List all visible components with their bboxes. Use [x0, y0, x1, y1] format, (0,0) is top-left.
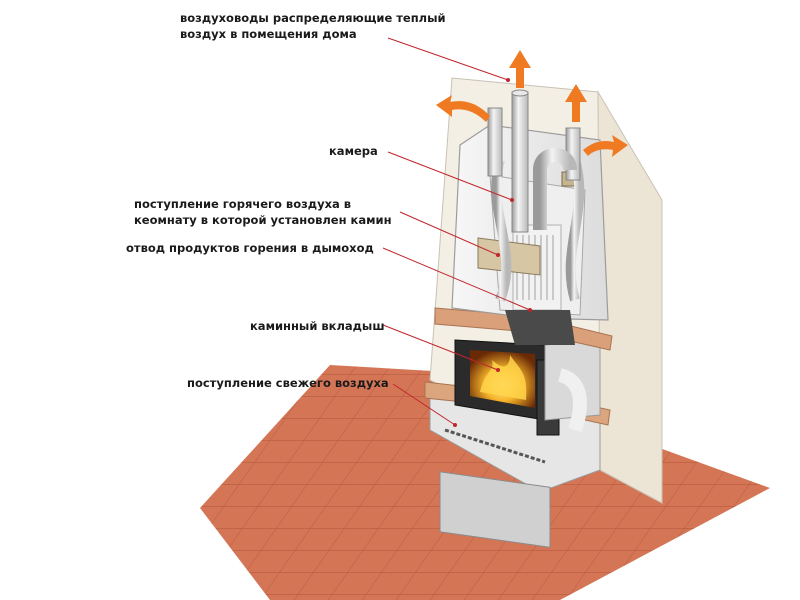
pointer-dot	[496, 253, 500, 257]
air-pipe-left	[487, 107, 503, 177]
pointer-insert	[382, 324, 499, 371]
pointer-air-ducts	[387, 37, 509, 81]
label-flue-outlet: отвод продуктов горения в дымоход	[126, 240, 374, 256]
pointer-dot	[510, 198, 514, 202]
label-insert: каминный вкладыш	[250, 318, 385, 334]
pointer-dot	[496, 368, 500, 372]
insert-top	[505, 310, 575, 345]
pointer-dot	[528, 308, 532, 312]
label-chamber-text: камера	[329, 144, 378, 158]
label-chamber: камера	[329, 143, 378, 159]
label-insert-text: каминный вкладыш	[250, 319, 385, 333]
warm-arrow-left	[436, 95, 490, 122]
pointer-dot	[506, 78, 510, 82]
fresh-air-channel	[557, 368, 587, 433]
label-fresh-air: поступление свежего воздуха	[187, 375, 389, 391]
label-air-ducts: воздуховоды распределяющие теплый воздух…	[180, 10, 446, 42]
ash-pit	[439, 471, 551, 548]
pointer-fresh-air	[392, 383, 456, 426]
air-pipe-center	[511, 91, 529, 233]
pointer-dots	[453, 78, 532, 427]
pointer-hot-air-inlet	[399, 211, 499, 256]
air-pipe-center-top	[511, 89, 529, 97]
pointer-chamber	[387, 151, 513, 201]
pointer-dot	[453, 423, 457, 427]
warm-air-arrows	[436, 50, 628, 157]
warm-arrow-right-top	[565, 84, 587, 122]
chimney-pipe	[533, 148, 577, 230]
label-fresh-air-text: поступление свежего воздуха	[187, 376, 389, 390]
label-hot-air-inlet-line2: кеомнату в которой установлен камин	[134, 213, 392, 227]
label-flue-outlet-text: отвод продуктов горения в дымоход	[126, 241, 374, 255]
label-hot-air-inlet: поступление горячего воздуха в кеомнату …	[134, 196, 392, 228]
label-air-ducts-line2: воздух в помещения дома	[180, 27, 357, 41]
air-grille	[444, 428, 546, 464]
warm-arrow-center	[509, 50, 531, 88]
label-hot-air-inlet-line1: поступление горячего воздуха в	[134, 197, 352, 211]
pointer-flue	[382, 247, 531, 311]
pointer-lines	[382, 37, 531, 426]
flame	[480, 355, 527, 400]
warm-arrow-right	[583, 135, 628, 157]
duct-left	[491, 158, 512, 302]
label-air-ducts-line1: воздуховоды распределяющие теплый	[180, 11, 446, 25]
